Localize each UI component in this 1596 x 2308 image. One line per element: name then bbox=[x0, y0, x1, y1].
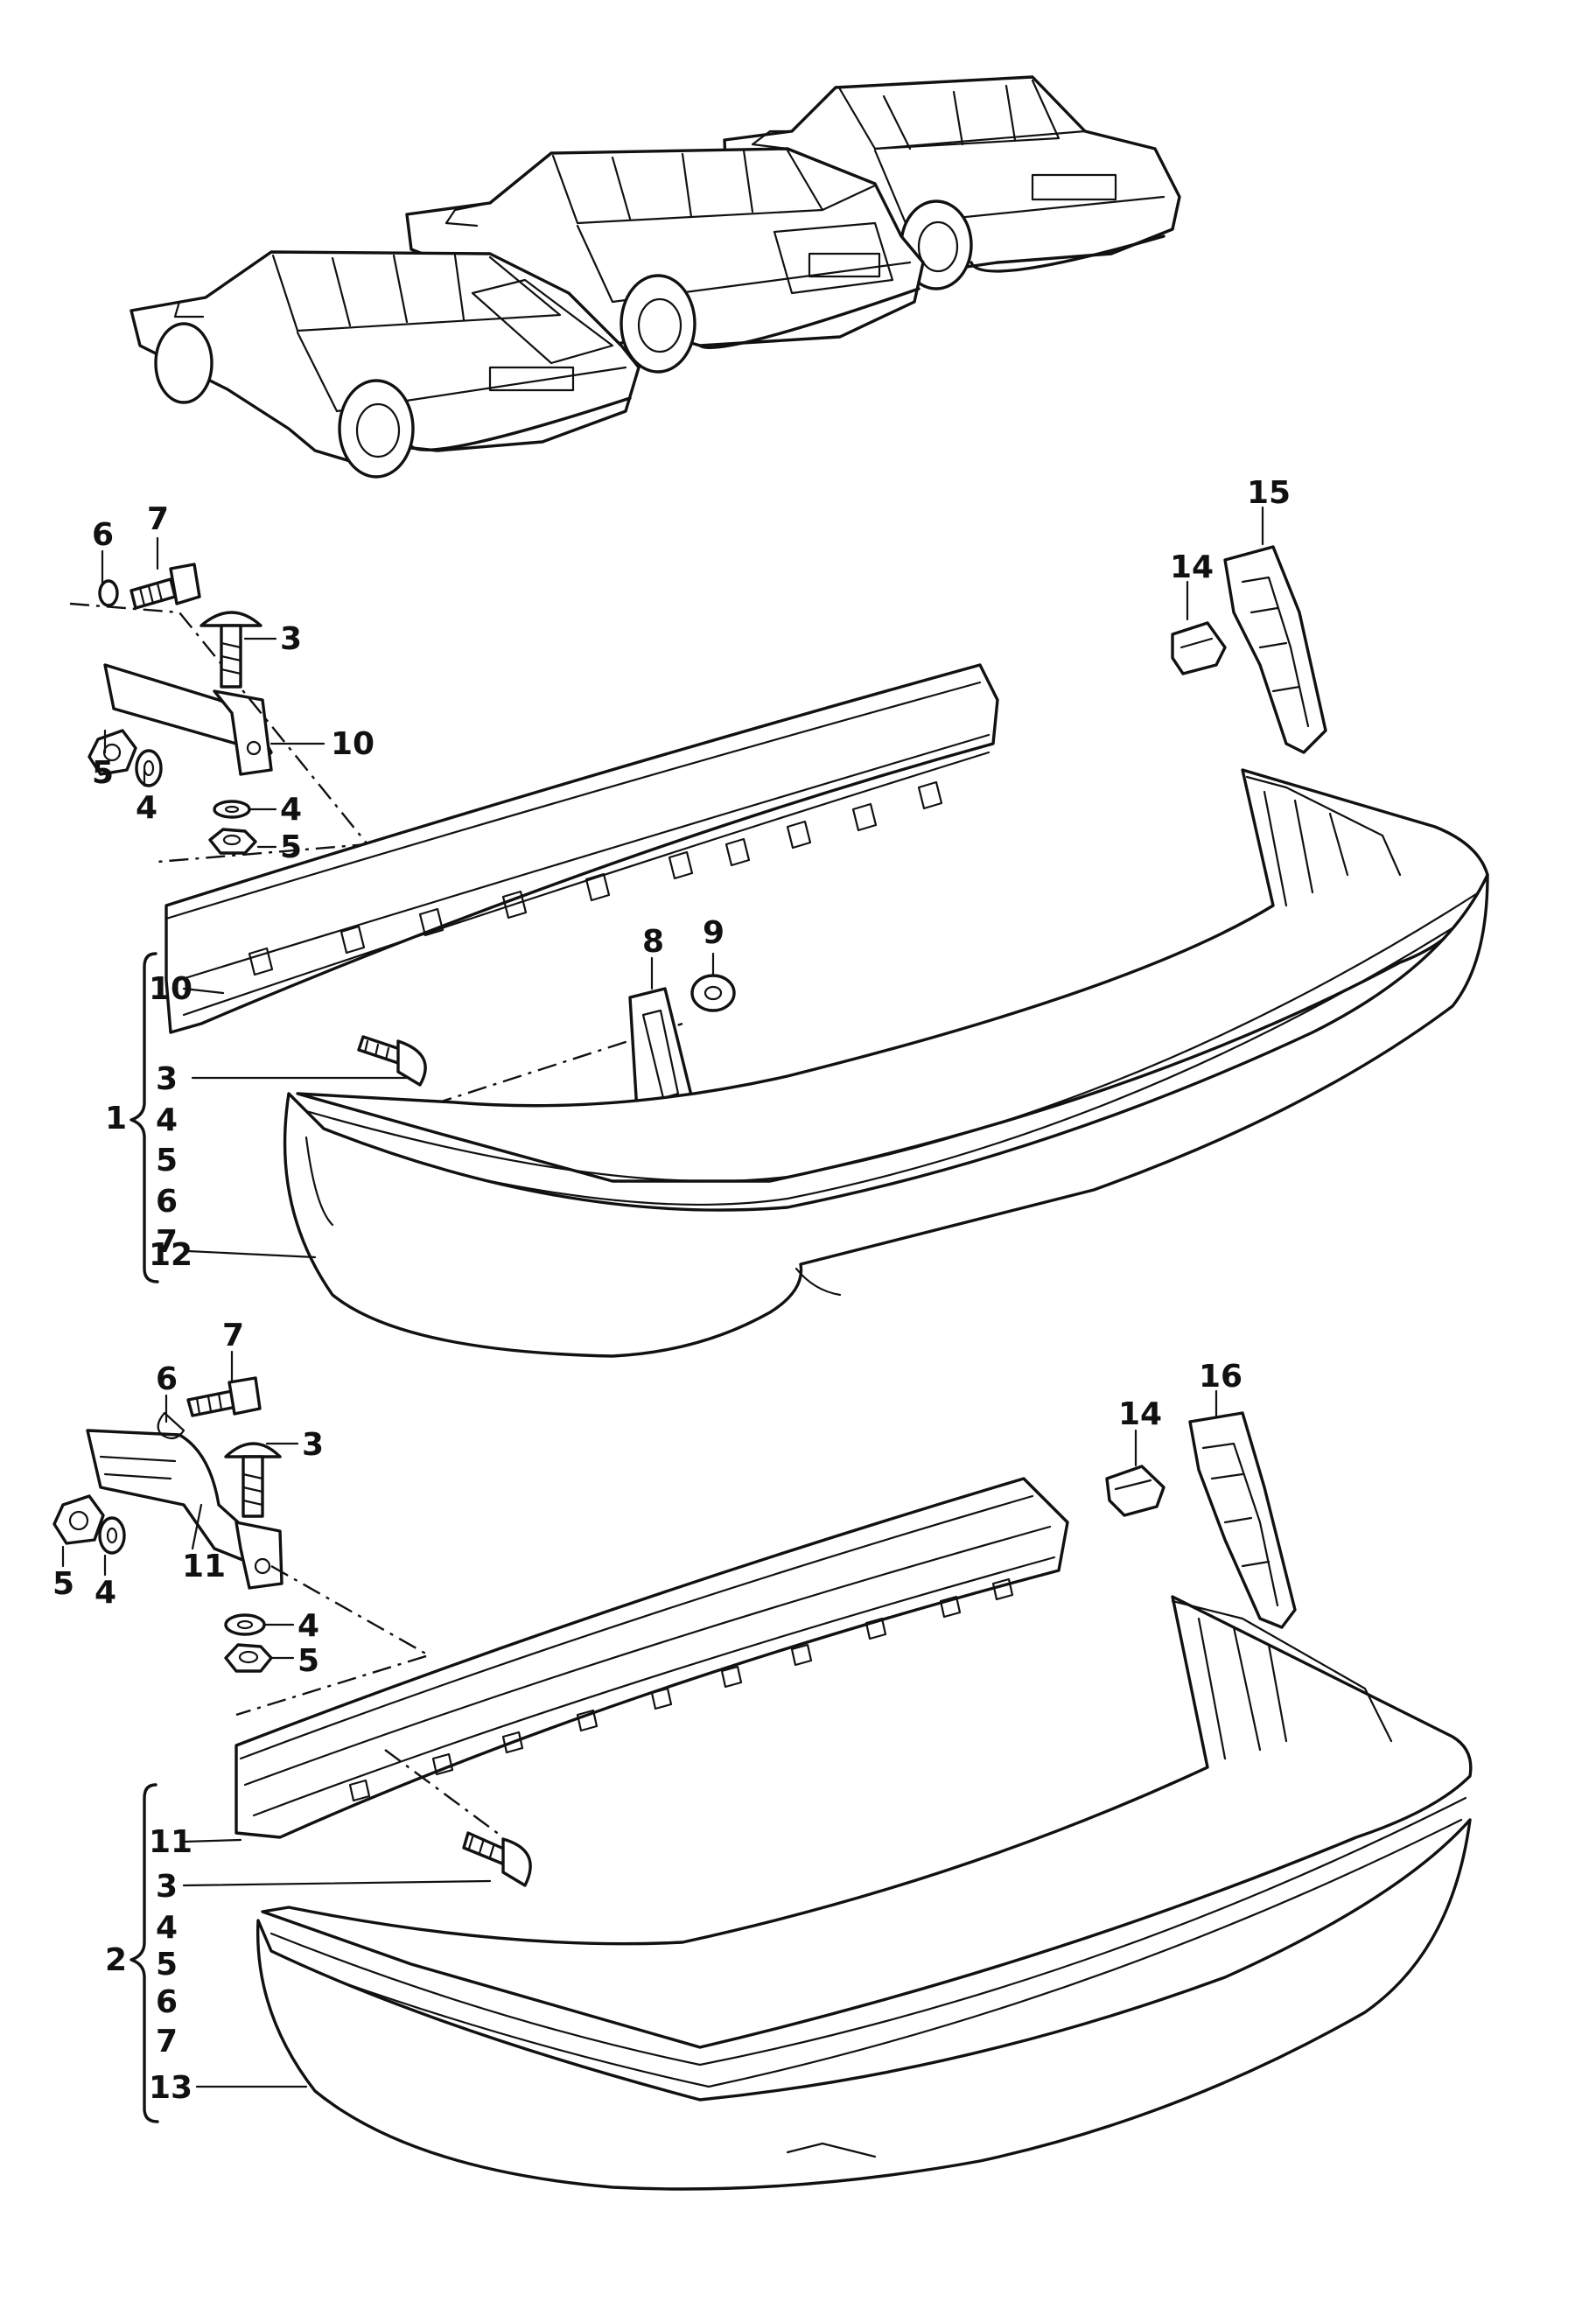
carriage-bolt-3-upper bbox=[200, 611, 262, 689]
carriage-bolt-3-beam-lower bbox=[384, 1749, 532, 1887]
label-11: 11 bbox=[182, 1549, 226, 1584]
bumper-cover-12 bbox=[283, 768, 1489, 1358]
clip-14-lower bbox=[1105, 1465, 1166, 1517]
label-14: 14 bbox=[1170, 549, 1214, 585]
label-10: 10 bbox=[149, 971, 192, 1007]
guide-15 bbox=[1223, 545, 1327, 754]
reinforcement-beam-lower bbox=[234, 1477, 1069, 1839]
label-6: 6 bbox=[156, 1361, 178, 1397]
label-12: 12 bbox=[149, 1237, 192, 1273]
label-6: 6 bbox=[156, 1184, 178, 1220]
guide-16 bbox=[1188, 1411, 1297, 1629]
label-4: 4 bbox=[156, 1102, 178, 1138]
washer-9 bbox=[690, 974, 736, 1012]
group-brace-1 bbox=[130, 952, 159, 1283]
washer-4-upper-bottom bbox=[213, 800, 251, 819]
carriage-bolt-3-beam-upper bbox=[357, 1022, 683, 1117]
label-5: 5 bbox=[52, 1566, 74, 1602]
label-5: 5 bbox=[92, 755, 114, 791]
washer-4-lower-bottom bbox=[224, 1613, 266, 1636]
label-5: 5 bbox=[156, 1947, 178, 1983]
label-4: 4 bbox=[136, 790, 158, 826]
label-5: 5 bbox=[280, 829, 302, 865]
lower-bumper-assembly bbox=[52, 1376, 1473, 2191]
reinforcement-beam-upper bbox=[164, 663, 999, 1034]
vehicle-illustrations bbox=[130, 75, 1181, 479]
label-6: 6 bbox=[92, 517, 114, 553]
label-7: 7 bbox=[222, 1318, 244, 1353]
label-7: 7 bbox=[156, 2024, 178, 2060]
nut-5-lower-left bbox=[52, 1494, 105, 1545]
label-14: 14 bbox=[1118, 1396, 1162, 1432]
bracket-10-left bbox=[69, 602, 370, 864]
bracket-11-left bbox=[86, 1429, 432, 1717]
label-5: 5 bbox=[298, 1643, 319, 1679]
bolt-7-lower bbox=[157, 1376, 262, 1440]
label-10: 10 bbox=[331, 726, 374, 762]
label-5: 5 bbox=[156, 1143, 178, 1178]
beam-slots-upper bbox=[248, 780, 943, 976]
bumper-cover-13 bbox=[256, 1595, 1473, 2191]
label-2: 2 bbox=[105, 1942, 127, 1978]
nut-5-upper-bottom bbox=[208, 828, 257, 855]
label-4: 4 bbox=[156, 1910, 178, 1946]
washer-4-upper-left bbox=[135, 749, 163, 787]
label-16: 16 bbox=[1199, 1359, 1242, 1395]
label-3: 3 bbox=[156, 1869, 178, 1905]
upper-bumper-assembly bbox=[69, 545, 1489, 1358]
group-brace-2 bbox=[130, 1783, 159, 2123]
leader-lines bbox=[61, 506, 1264, 2088]
hatchback-illustration bbox=[130, 250, 640, 479]
label-13: 13 bbox=[149, 2070, 192, 2106]
label-4: 4 bbox=[280, 792, 302, 828]
label-9: 9 bbox=[703, 915, 724, 951]
washer-4-lower-left bbox=[98, 1516, 126, 1555]
bolt-7-upper bbox=[98, 563, 201, 610]
label-7: 7 bbox=[147, 501, 169, 537]
clip-14-upper bbox=[1171, 621, 1227, 675]
label-4: 4 bbox=[94, 1575, 116, 1611]
carriage-bolt-3-lower bbox=[224, 1442, 282, 1518]
label-4: 4 bbox=[298, 1608, 319, 1644]
label-6: 6 bbox=[156, 1984, 178, 2020]
label-1: 1 bbox=[105, 1101, 127, 1137]
label-11: 11 bbox=[149, 1824, 192, 1860]
label-7: 7 bbox=[156, 1224, 178, 1260]
nut-5-lower-bottom bbox=[224, 1643, 273, 1673]
label-3: 3 bbox=[302, 1427, 324, 1463]
label-3: 3 bbox=[156, 1061, 178, 1097]
part-labels: 15 14 6 7 3 10 5 4 4 5 8 9 10 3 1 4 5 6 … bbox=[52, 475, 1291, 2106]
label-8: 8 bbox=[642, 924, 664, 960]
label-3: 3 bbox=[280, 621, 302, 657]
beam-slots-lower bbox=[348, 1577, 1014, 1802]
label-15: 15 bbox=[1247, 475, 1291, 511]
nut-5-upper-left bbox=[88, 729, 137, 776]
